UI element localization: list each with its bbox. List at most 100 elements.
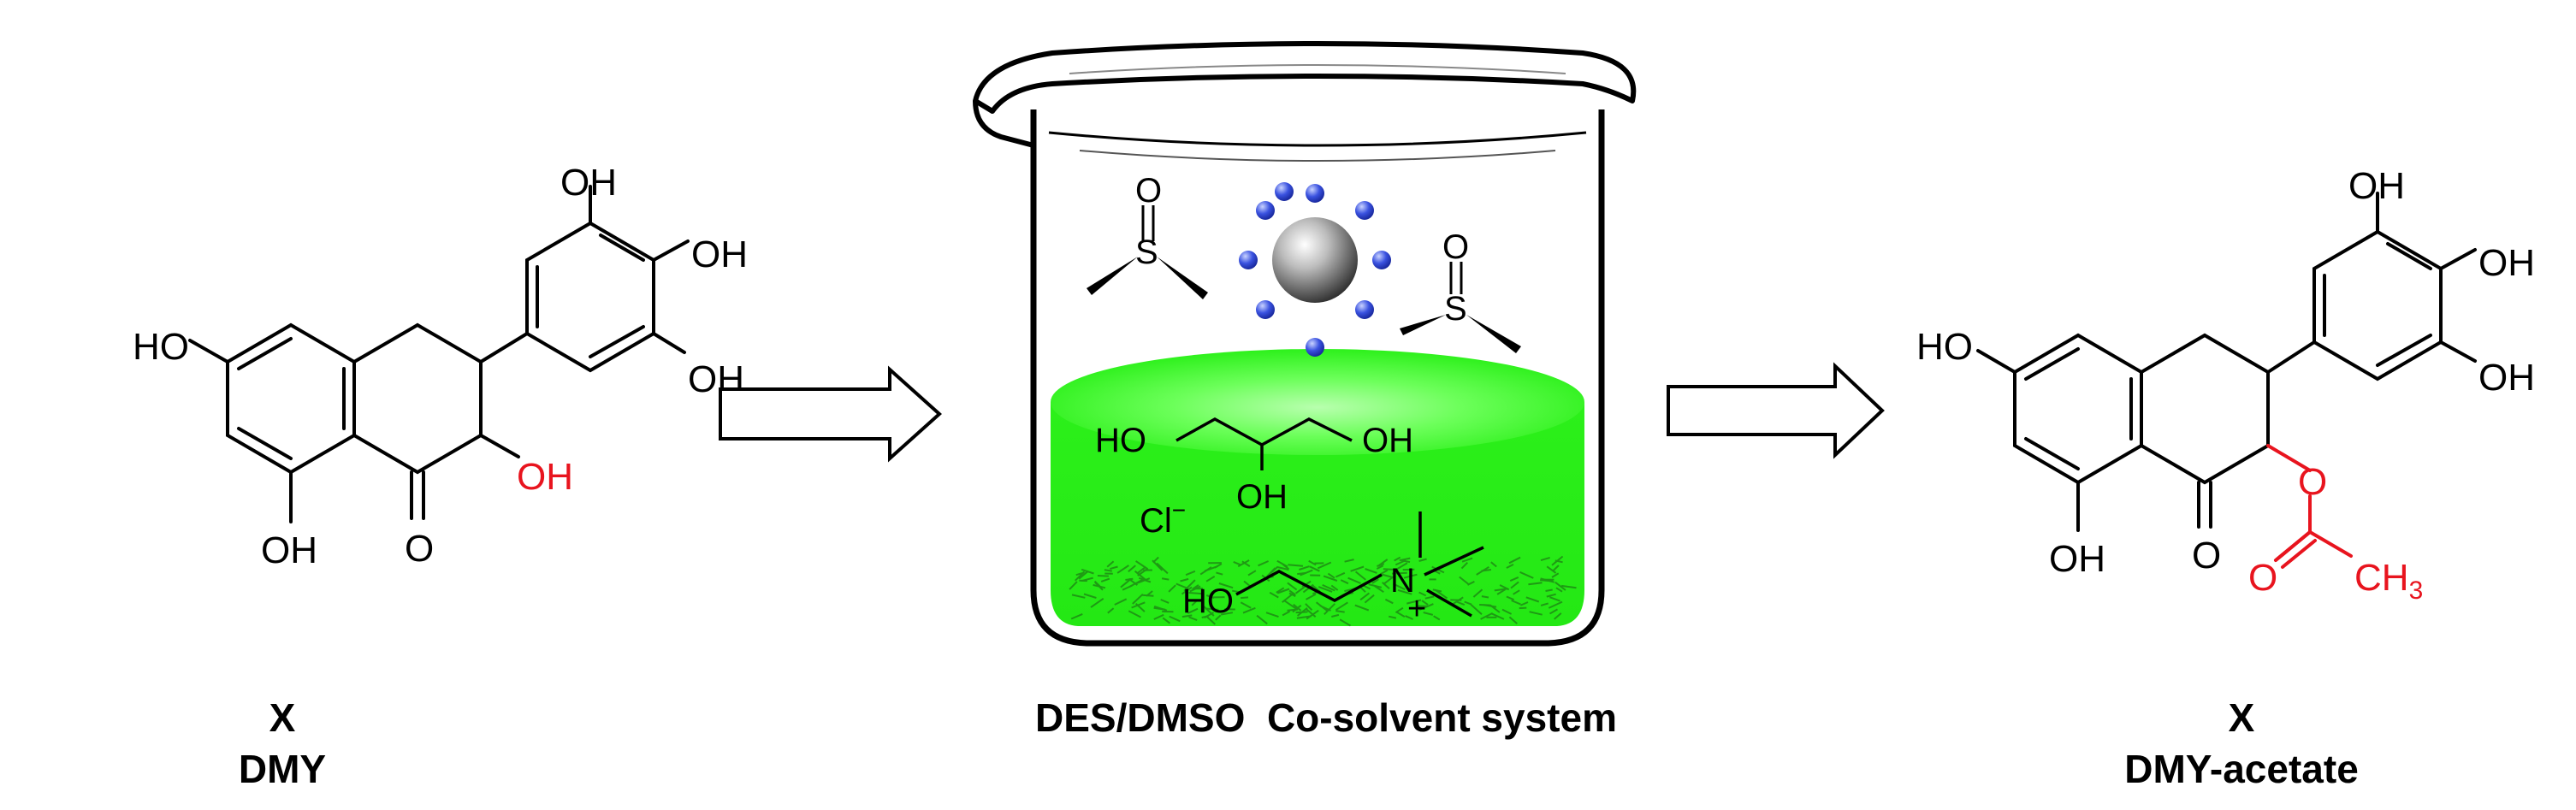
texture-stroke: [1282, 593, 1294, 603]
texture-stroke: [1394, 556, 1401, 562]
texture-stroke: [1354, 604, 1370, 612]
dmy-label-oh-right: OH: [691, 234, 748, 275]
texture-stroke: [1122, 584, 1133, 591]
texture-stroke: [1160, 599, 1170, 604]
texture-stroke: [1501, 608, 1513, 615]
dmso-left-s: S: [1135, 234, 1158, 271]
texture-stroke: [1405, 615, 1413, 620]
texture-stroke: [1546, 565, 1557, 574]
texture-stroke: [1335, 601, 1348, 612]
texture-stroke: [1134, 570, 1146, 581]
texture-stroke: [1508, 616, 1518, 624]
texture-stroke: [1185, 570, 1196, 576]
texture-stroke: [1540, 579, 1554, 582]
texture-stroke: [1506, 564, 1514, 569]
product-caption-name: DMY-acetate: [2124, 747, 2359, 791]
texture-stroke: [1265, 612, 1279, 618]
texture-stroke: [1188, 616, 1198, 621]
texture-stroke: [1070, 612, 1083, 620]
texture-stroke: [1350, 565, 1365, 572]
texture-stroke: [1106, 560, 1115, 568]
texture-stroke: [1551, 555, 1564, 566]
texture-stroke: [1071, 594, 1086, 599]
texture-stroke: [1090, 597, 1104, 608]
texture-stroke: [1513, 589, 1520, 595]
texture-stroke: [1237, 559, 1250, 568]
texture-stroke: [1406, 599, 1422, 605]
dmy-oh-red-bond: [479, 434, 520, 458]
texture-stroke: [1480, 612, 1494, 620]
texture-stroke: [1551, 572, 1560, 578]
product-label-ester-o: O: [2298, 461, 2327, 503]
product-label-oh-right: OH: [2478, 242, 2535, 284]
texture-stroke: [1216, 571, 1223, 576]
product-oh-lower-bond: [2439, 340, 2477, 363]
texture-stroke: [1317, 561, 1332, 570]
product-label-ch3: CH3: [2354, 557, 2423, 605]
glycerol-ho: HO: [1095, 422, 1146, 459]
texture-stroke: [1135, 560, 1147, 570]
texture-stroke: [1187, 607, 1199, 614]
beaker-caption: DES/DMSO Co-solvent system: [1035, 695, 1617, 740]
texture-stroke: [1156, 562, 1169, 575]
texture-stroke: [1188, 592, 1202, 595]
texture-stroke: [1395, 562, 1408, 571]
texture-stroke: [1282, 610, 1291, 617]
dmso-particle-5: [1355, 300, 1374, 319]
texture-stroke: [1371, 578, 1379, 584]
texture-stroke: [1376, 565, 1384, 570]
texture-stroke: [1335, 571, 1346, 578]
dmy-link-bond: [479, 332, 529, 364]
dmy-pendant-ring: [525, 221, 655, 373]
texture-stroke: [1546, 593, 1556, 598]
dmy-caption-name: DMY: [238, 747, 327, 791]
texture-stroke: [1354, 571, 1366, 581]
texture-stroke: [1424, 595, 1435, 600]
dmy-oh-right-bond: [652, 239, 690, 262]
texture-stroke: [1110, 565, 1118, 571]
texture-stroke: [1241, 560, 1251, 567]
texture-stroke: [1339, 618, 1352, 627]
texture-stroke: [1269, 591, 1279, 599]
texture-stroke: [1401, 559, 1411, 564]
texture-stroke: [1481, 595, 1489, 599]
texture-stroke: [1247, 570, 1257, 576]
dmso-right-o: O: [1442, 228, 1469, 266]
texture-stroke: [1418, 591, 1427, 597]
beaker-rim: [973, 41, 1637, 114]
dmy-oh-lower-bond: [652, 332, 686, 354]
texture-stroke: [1205, 594, 1215, 599]
product-labels: OH OH OH HO OH O O O CH3: [1916, 165, 2535, 605]
texture-stroke: [1548, 600, 1563, 609]
texture-stroke: [1132, 593, 1144, 605]
texture-stroke: [1153, 605, 1168, 612]
texture-stroke: [1388, 615, 1397, 619]
texture-stroke: [1331, 613, 1340, 618]
texture-stroke: [1344, 559, 1354, 563]
glycerol-labels: HO OH OH: [1095, 422, 1413, 516]
texture-stroke: [1525, 596, 1540, 603]
texture-stroke: [1490, 561, 1497, 568]
texture-stroke: [1169, 615, 1181, 623]
texture-stroke: [1421, 600, 1429, 606]
texture-stroke: [1256, 614, 1268, 625]
texture-stroke: [1266, 567, 1276, 577]
chloride-charge: −: [1172, 497, 1186, 523]
texture-stroke: [1189, 585, 1201, 593]
texture-stroke: [1365, 568, 1377, 574]
texture-stroke: [1508, 556, 1521, 565]
dmy-ho-bond: [188, 339, 229, 364]
dmy-label-oh-bottom: OH: [261, 529, 317, 571]
texture-stroke: [1243, 580, 1251, 587]
texture-stroke: [1472, 588, 1483, 598]
glycerol-oh-right: OH: [1362, 422, 1413, 459]
texture-stroke: [1330, 584, 1339, 591]
texture-stroke: [1292, 605, 1302, 613]
texture-stroke: [1302, 583, 1314, 594]
texture-stroke: [1128, 610, 1141, 618]
reaction-arrow-2: [1667, 362, 1885, 459]
texture-stroke: [1308, 559, 1317, 566]
texture-stroke: [1276, 587, 1285, 594]
texture-stroke: [1374, 585, 1384, 594]
choline-n: N: [1390, 562, 1415, 600]
